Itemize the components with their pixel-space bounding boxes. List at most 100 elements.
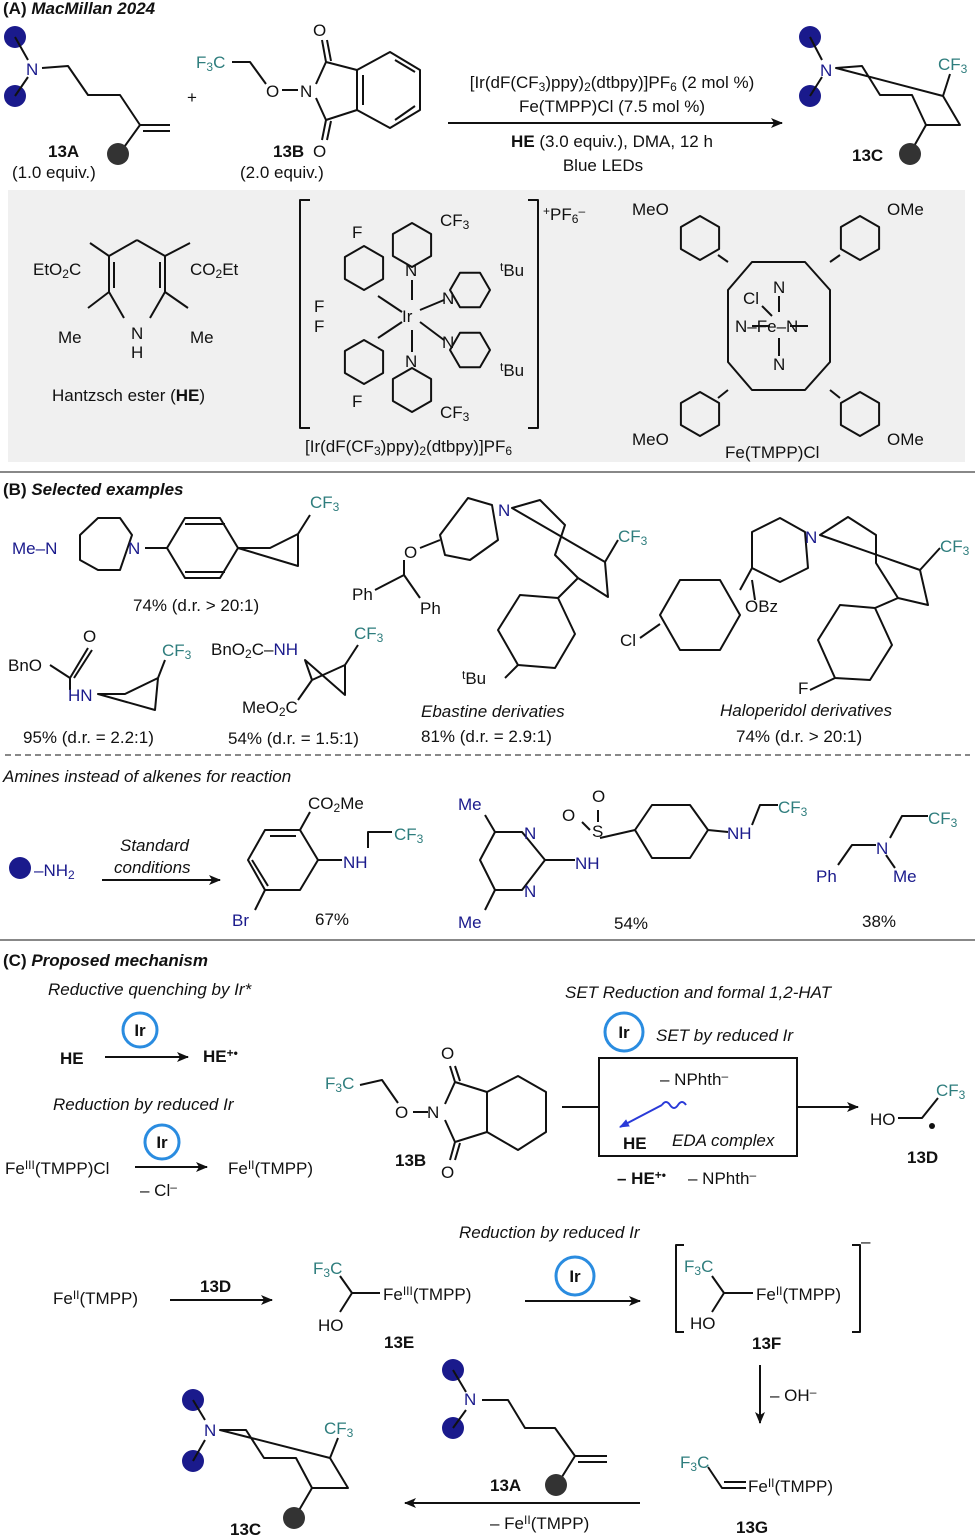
cf3-label: F3C bbox=[325, 1074, 354, 1095]
svg-text:Ir: Ir bbox=[156, 1133, 168, 1152]
tbu-label: tBu bbox=[462, 668, 486, 688]
yield-label: 74% (d.r. > 20:1) bbox=[133, 596, 259, 615]
reaction-conditions: [Ir(dF(CF3)ppy)2(dtbpy)]PF6 (2 mol %) Fe… bbox=[448, 73, 783, 175]
plus-sign: + bbox=[187, 88, 197, 107]
fluorine-label: F bbox=[314, 297, 324, 316]
fluorine-label: F bbox=[352, 223, 362, 242]
cf3-label: CF3 bbox=[162, 641, 192, 662]
cf3-label: CF3 bbox=[618, 527, 648, 548]
light-source: Blue LEDs bbox=[563, 156, 643, 175]
fluorine-label: F bbox=[352, 392, 362, 411]
amines-subtitle: Amines instead of alkenes for reaction bbox=[2, 767, 291, 786]
compound-label: 13C bbox=[852, 146, 883, 165]
amine-product-2: Me Me N N NH NH O O S CF3 54% bbox=[458, 787, 808, 933]
nphth-label: – NPhth– bbox=[660, 1069, 728, 1089]
cf3-label: CF3 bbox=[928, 809, 958, 830]
compound-label: 13D bbox=[907, 1148, 938, 1167]
cf3-label: CF3 bbox=[936, 1081, 966, 1102]
tbu-label: tBu bbox=[500, 260, 524, 280]
amine-label: NH bbox=[575, 854, 600, 873]
yield-label: 74% (d.r. > 20:1) bbox=[736, 727, 862, 746]
amine-product-3: CF3 N Ph Me 38% bbox=[816, 809, 958, 931]
fe3-label: FeIII(TMPP) bbox=[383, 1284, 471, 1304]
aromatic-ring bbox=[343, 339, 385, 385]
aromatic-ring bbox=[679, 391, 721, 437]
iron-center-label: N–Fe–N bbox=[735, 317, 798, 336]
fe-caption: Fe(TMPP)Cl bbox=[725, 443, 819, 462]
example-carbamate: O BnO HN CF3 95% (d.r. = 2.2:1) bbox=[8, 627, 192, 747]
step-title: SET Reduction and formal 1,2-HAT bbox=[565, 983, 833, 1002]
catalyst-ir: [Ir(dF(CF3)ppy)2(dtbpy)]PF6 (2 mol %) bbox=[470, 73, 755, 94]
cf3-label: CF3 bbox=[440, 211, 470, 232]
benzyloxy-label: BnO bbox=[8, 656, 42, 675]
aromatic-ring bbox=[679, 215, 721, 261]
ir-cycle-icon: Ir bbox=[121, 1011, 159, 1049]
amine-label: NH bbox=[343, 853, 368, 872]
step-title: Reductive quenching by Ir* bbox=[48, 980, 253, 999]
amine-reagent: –NH2 bbox=[9, 857, 75, 882]
radical-13d: HO CF3 13D bbox=[870, 1081, 966, 1167]
fe2-label: FeII(TMPP) bbox=[53, 1288, 138, 1308]
yield-label: 95% (d.r. = 2.2:1) bbox=[23, 728, 154, 747]
compound-label: 13F bbox=[752, 1334, 781, 1353]
cf3-label: CF3 bbox=[778, 798, 808, 819]
oxygen-label: O bbox=[441, 1163, 454, 1182]
yield-label: 67% bbox=[315, 910, 349, 929]
oxygen-label: O bbox=[313, 142, 326, 161]
methyl-label: Me bbox=[458, 795, 482, 814]
intermediate-13e: F3C FeIII(TMPP) HO 13E bbox=[313, 1259, 471, 1352]
compound-label: 13B bbox=[395, 1151, 426, 1170]
cf3-label: F3C bbox=[196, 53, 225, 74]
aromatic-ring bbox=[343, 245, 385, 291]
eda-label: EDA complex bbox=[672, 1131, 775, 1150]
cf3-label: CF3 bbox=[310, 493, 340, 514]
section-c-title: (C) Proposed mechanism bbox=[3, 951, 208, 970]
oxygen-label: O bbox=[313, 21, 326, 40]
yield-label: 54% (d.r. = 1.5:1) bbox=[228, 729, 359, 748]
nitrogen-label: N bbox=[773, 278, 785, 297]
product-13c-mechanism: N CF3 13C bbox=[182, 1389, 354, 1536]
example-amino-ester: BnO2C–NH CF3 MeO2C 54% (d.r. = 1.5:1) bbox=[211, 624, 384, 748]
nitrogen-label: N bbox=[427, 1103, 439, 1122]
bromine-label: Br bbox=[232, 911, 249, 930]
chloride-label: Cl bbox=[743, 289, 759, 308]
oxygen-label: O bbox=[266, 82, 279, 101]
cf3-label: CF3 bbox=[324, 1419, 354, 1440]
compound-13b: F3C O N O O 13B (2.0 equiv.) bbox=[196, 21, 421, 182]
carbene-13g: F3C FeII(TMPP) 13G bbox=[680, 1453, 833, 1536]
cf3-label: CF3 bbox=[394, 825, 424, 846]
methyl-label: Me bbox=[458, 913, 482, 932]
aromatic-ring bbox=[449, 331, 491, 369]
oxygen-label: O bbox=[395, 1103, 408, 1122]
cf3-label: CF3 bbox=[440, 403, 470, 424]
oxygen-label: O bbox=[441, 1044, 454, 1063]
hydroxy-label: HO bbox=[690, 1314, 716, 1333]
compound-label: 13G bbox=[736, 1518, 768, 1536]
methoxy-label: MeO bbox=[632, 430, 669, 449]
fluorine-label: F bbox=[314, 317, 324, 336]
yield-label: 38% bbox=[862, 912, 896, 931]
cf3-label: F3C bbox=[684, 1257, 713, 1278]
example-ebastine: N O Ph Ph CF3 tBu Ebastine derivaties 81… bbox=[352, 497, 648, 746]
phenyl-label: Ph bbox=[420, 599, 441, 618]
example-piperazine: Me–N N CF3 74% (d.r. > 20:1) bbox=[12, 493, 340, 615]
byproduct-label: – HE+• bbox=[617, 1168, 666, 1188]
hantzsch-ester: EtO2C CO2Et Me Me N H Hantzsch ester (HE… bbox=[33, 239, 239, 405]
svg-text:Ir: Ir bbox=[134, 1021, 146, 1040]
oxygen-label: O bbox=[83, 627, 96, 646]
arrow-label-bottom: conditions bbox=[114, 858, 191, 877]
aromatic-ring bbox=[391, 367, 433, 413]
chlorine-label: Cl bbox=[620, 631, 636, 650]
ir-caption: [Ir(dF(CF3)ppy)2(dtbpy)]PF6 bbox=[305, 437, 512, 458]
he-label: HE bbox=[60, 1049, 84, 1068]
ebastine-caption: Ebastine derivaties bbox=[421, 702, 565, 721]
nitrogen-label: N bbox=[405, 352, 417, 371]
ir-cycle-icon: Ir bbox=[554, 1255, 596, 1297]
substituent-dot bbox=[107, 143, 129, 165]
hydroxy-label: HO bbox=[318, 1316, 344, 1335]
hydrogen-label: H bbox=[131, 343, 143, 362]
reagent-label: 13D bbox=[200, 1277, 231, 1296]
section-b: (B) Selected examples Me–N N CF3 74% (d.… bbox=[2, 480, 970, 933]
fe2-label: FeII(TMPP) bbox=[756, 1284, 841, 1304]
